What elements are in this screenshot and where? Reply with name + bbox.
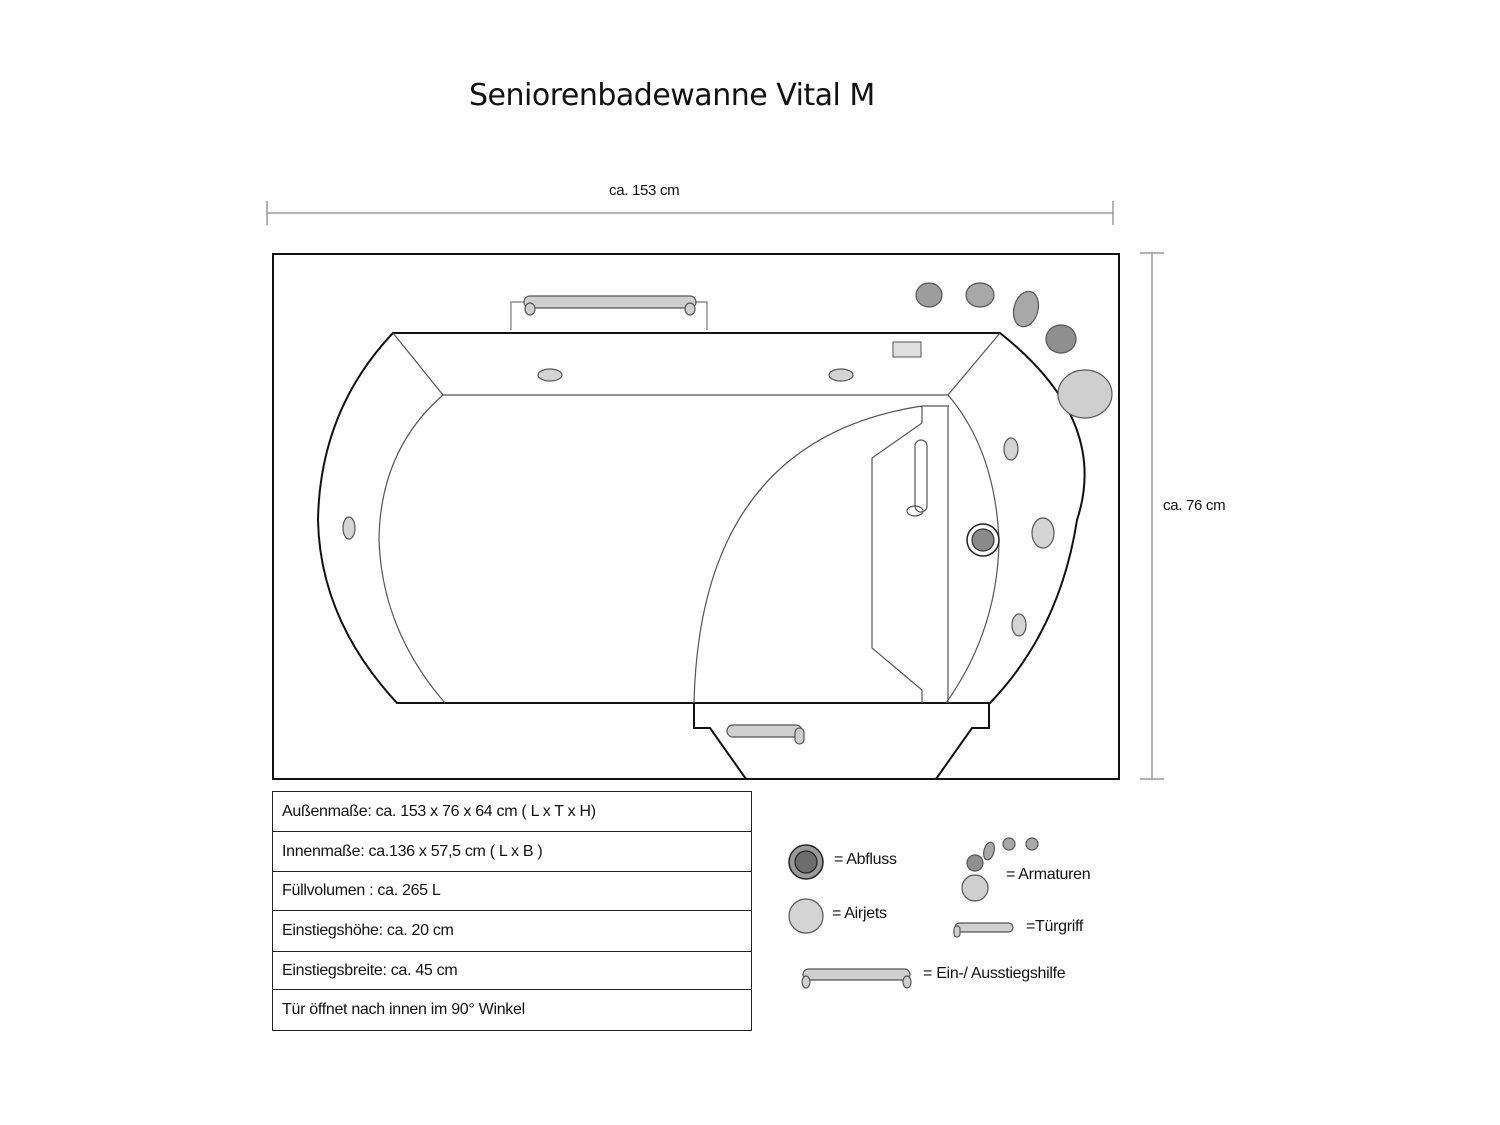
legend-fittings-label: = Armaturen <box>1006 866 1091 883</box>
tub-outer-frame <box>272 253 1120 780</box>
width-dimension-label: ca. 153 cm <box>609 182 680 199</box>
legend-fittings-icon <box>961 837 1039 902</box>
spec-row-entry-width: Einstiegsbreite: ca. 45 cm <box>273 952 751 990</box>
legend-grab-bar-label: = Ein-/ Ausstiegshilfe <box>923 965 1066 982</box>
spec-table: Außenmaße: ca. 153 x 76 x 64 cm ( L x T … <box>272 791 752 1031</box>
tub-inner-basin <box>378 332 1001 704</box>
door-handle <box>726 724 805 745</box>
legend-door-handle-label: =Türgriff <box>1026 918 1084 935</box>
spec-row-fill-volume: Füllvolumen : ca. 265 L <box>273 872 751 911</box>
depth-dimension-label: ca. 76 cm <box>1163 497 1226 514</box>
width-dimension-line <box>266 201 1114 225</box>
tub-rim-outline <box>316 332 1086 704</box>
fittings <box>915 282 1113 419</box>
entry-step <box>693 703 990 780</box>
grab-bar <box>510 295 708 330</box>
legend-drain-label: = Abfluss <box>834 851 897 868</box>
spec-row-inner-dimensions: Innenmaße: ca.136 x 57,5 cm ( L x B ) <box>273 832 751 872</box>
legend-grab-bar-icon <box>801 968 912 989</box>
depth-dimension-line <box>1140 252 1164 780</box>
spec-row-entry-height: Einstiegshöhe: ca. 20 cm <box>273 911 751 952</box>
legend-door-handle-icon <box>953 922 1014 938</box>
door-swing <box>693 405 949 704</box>
control-panel <box>892 341 922 358</box>
legend-airjet-icon <box>788 898 824 934</box>
legend-drain-icon <box>788 844 824 880</box>
spec-row-door-info: Tür öffnet nach innen im 90° Winkel <box>282 1001 525 1018</box>
diagram-title: Seniorenbadewanne Vital M <box>469 78 875 113</box>
airjets <box>342 368 1055 637</box>
legend-airjets-label: = Airjets <box>832 905 887 922</box>
drain-icon <box>966 523 1000 557</box>
door-lever <box>906 439 928 517</box>
spec-row-outer-dimensions: Außenmaße: ca. 153 x 76 x 64 cm ( L x T … <box>273 792 751 832</box>
